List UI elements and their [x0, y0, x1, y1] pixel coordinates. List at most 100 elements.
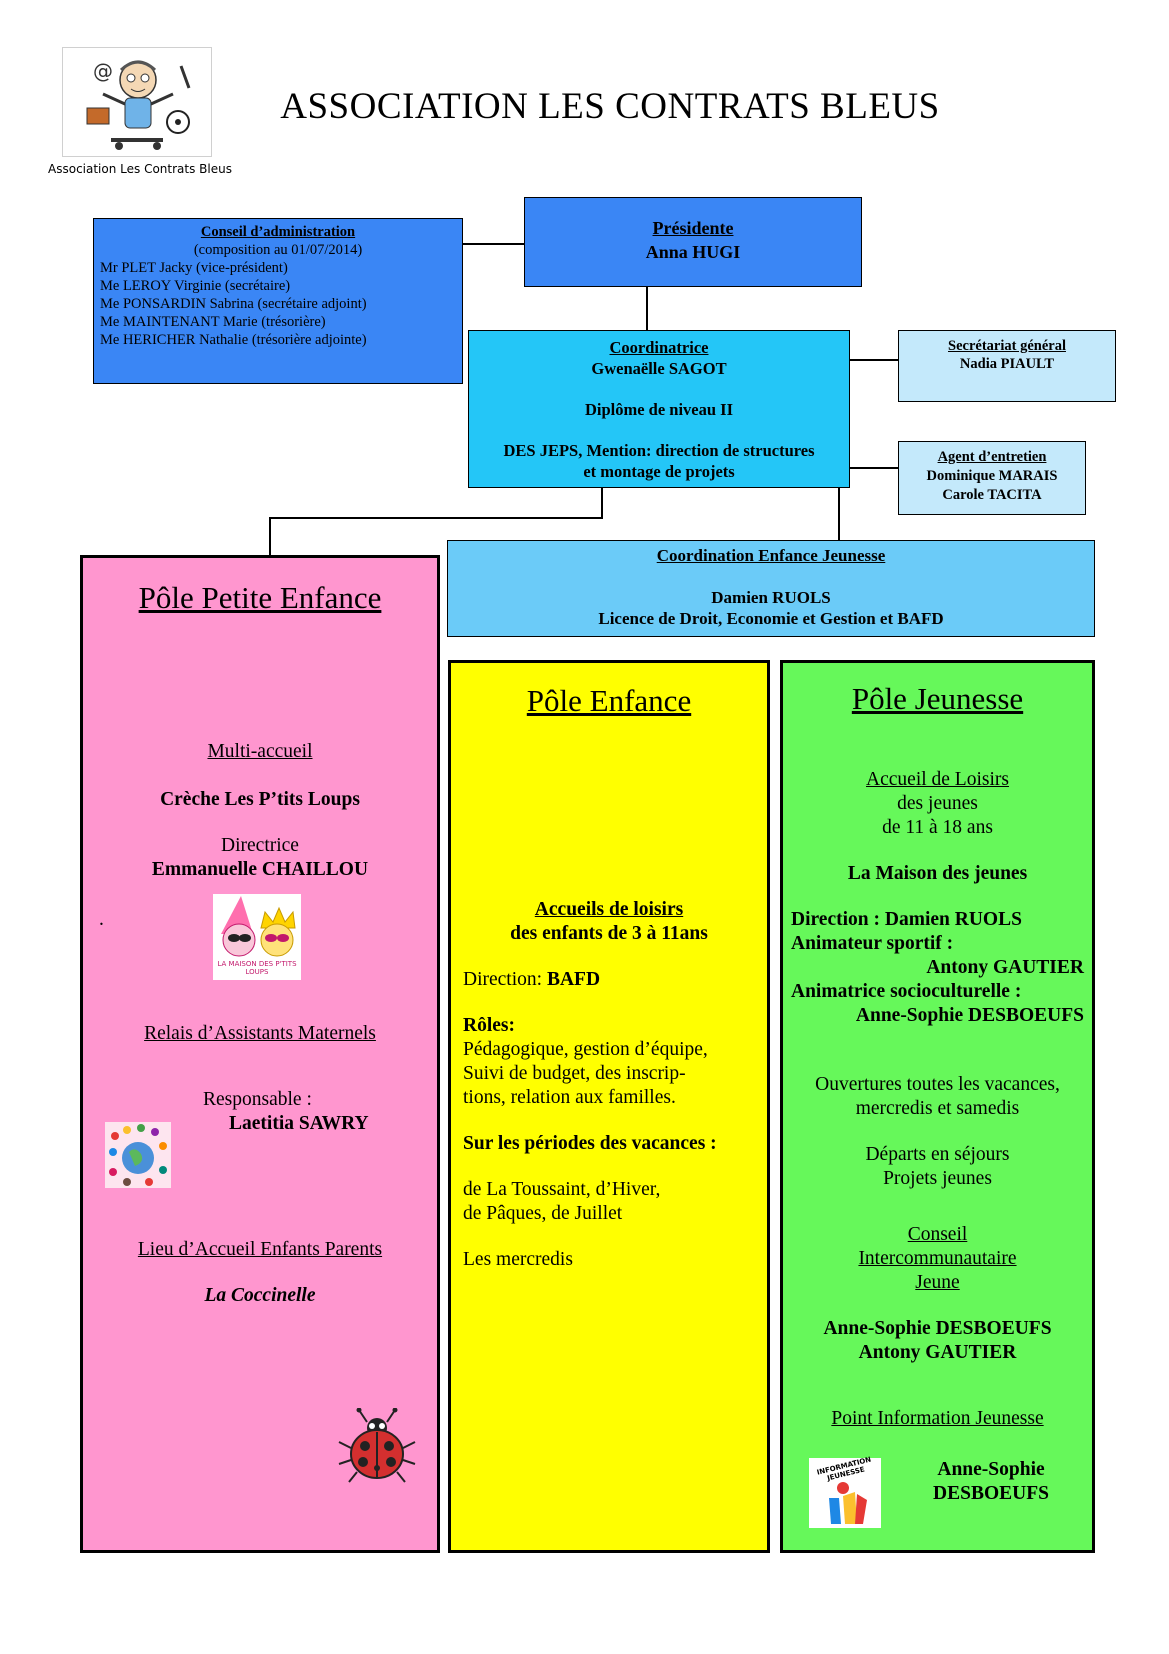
ouvertures-label: mercredis et samedis: [855, 1098, 1020, 1119]
maison-ptits-loups-logo-text: LA MAISON DES P'TITS LOUPS: [217, 960, 297, 976]
conseil-heading: Conseil d’administration: [200, 224, 356, 240]
vacances-line: de Pâques, de Juillet: [463, 1203, 623, 1224]
conseil-label: Jeune: [915, 1272, 960, 1293]
accueils-loisirs-label: Accueils de loisirs: [534, 899, 684, 920]
conseil-member: Anne-Sophie DESBOEUFS: [823, 1318, 1052, 1339]
responsable-label: Responsable :: [203, 1089, 312, 1110]
coordinatrice-box: Coordinatrice Gwenaëlle SAGOT Diplôme de…: [468, 330, 850, 488]
info-jeunesse-icon: [829, 1482, 867, 1524]
agent-name: Dominique MARAIS: [926, 468, 1058, 484]
connector-line: [269, 517, 603, 519]
connector-line: [269, 517, 271, 555]
conseil-subheading: (composition au 01/07/2014): [193, 242, 363, 258]
coordinatrice-mention: DES JEPS, Mention: direction de structur…: [503, 441, 815, 460]
conseil-member: Me MAINTENANT Marie (trésorière): [100, 314, 326, 330]
page-title: ASSOCIATION LES CONTRATS BLEUS: [280, 86, 940, 127]
coordinatrice-mention: et montage de projets: [583, 462, 735, 481]
multi-accueil-label: Multi-accueil: [207, 741, 313, 762]
svg-text:@: @: [93, 59, 113, 83]
roles-label: Rôles:: [463, 1015, 515, 1036]
animateur-name: Antony GAUTIER: [926, 957, 1084, 978]
association-logo: @: [62, 47, 212, 157]
pole-enfance: Pôle Enfance Accueils de loisirs des enf…: [448, 660, 770, 1553]
connector-line: [850, 359, 898, 361]
ladybug-picture: [337, 1407, 417, 1486]
mascot-icon: @: [86, 59, 191, 150]
roles-line: Pédagogique, gestion d’équipe,: [463, 1039, 708, 1060]
projets-label: Projets jeunes: [883, 1168, 992, 1189]
pij-label: Point Information Jeunesse: [831, 1408, 1044, 1429]
accueil-age-label: de 11 à 18 ans: [882, 817, 993, 838]
cej-degree: Licence de Droit, Economie et Gestion et…: [598, 609, 944, 628]
cej-heading: Coordination Enfance Jeunesse: [656, 546, 886, 565]
pole-petite-enfance: Pôle Petite Enfance Multi-accueil Crèche…: [80, 555, 440, 1553]
animateur-label: Animateur sportif :: [791, 933, 954, 954]
dot-mark: .: [99, 909, 104, 930]
conseil-member: Me PONSARDIN Sabrina (secrétaire adjoint…: [100, 296, 367, 312]
ladybug-icon: [338, 1407, 416, 1483]
relais-label: Relais d’Assistants Maternels: [144, 1023, 376, 1044]
secretariat-name: Nadia PIAULT: [959, 356, 1055, 372]
coordinatrice-heading: Coordinatrice: [609, 338, 709, 357]
presidente-name: Anna HUGI: [645, 242, 741, 262]
conseil-administration-box: Conseil d’administration (composition au…: [93, 218, 463, 384]
kids-world-logo: [105, 1122, 171, 1188]
conseil-label: Conseil: [907, 1224, 968, 1245]
presidente-heading: Présidente: [652, 218, 734, 238]
roles-line: tions, relation aux familles.: [463, 1087, 676, 1108]
conseil-label: Intercommunautaire: [858, 1248, 1017, 1269]
coordinatrice-name: Gwenaëlle SAGOT: [591, 359, 727, 378]
cej-name: Damien RUOLS: [711, 588, 831, 607]
directrice-label: Directrice: [221, 835, 299, 856]
direction-value: BAFD: [546, 969, 601, 990]
animatrice-label: Animatrice socioculturelle :: [791, 981, 1022, 1002]
information-jeunesse-logo: INFORMATION JEUNESSE: [809, 1456, 881, 1528]
maison-jeunes-label: La Maison des jeunes: [847, 863, 1028, 884]
direction-label: Direction : Damien RUOLS: [791, 909, 1022, 930]
coordinatrice-diploma: Diplôme de niveau II: [584, 400, 734, 419]
creche-name: Crèche Les P’tits Loups: [160, 789, 360, 810]
lieu-accueil-label: Lieu d’Accueil Enfants Parents: [137, 1239, 383, 1260]
secretariat-heading: Secrétariat général: [948, 338, 1066, 354]
logo-caption: Association Les Contrats Bleus: [48, 162, 232, 176]
maison-ptits-loups-logo: LA MAISON DES P'TITS LOUPS: [213, 894, 301, 980]
coccinelle-label: La Coccinelle: [204, 1285, 316, 1306]
pole-enfance-title: Pôle Enfance: [526, 683, 692, 718]
accueils-age-label: des enfants de 3 à 11ans: [510, 923, 708, 944]
kids-masks-icon: [221, 896, 296, 957]
accueil-jeunes-label: des jeunes: [897, 793, 978, 814]
secretariat-box: Secrétariat général Nadia PIAULT: [898, 330, 1116, 402]
departs-label: Départs en séjours: [865, 1144, 1010, 1165]
conseil-member: Antony GAUTIER: [858, 1342, 1017, 1363]
pij-name: DESBOEUFS: [933, 1483, 1049, 1504]
connector-line: [601, 488, 603, 518]
animatrice-name: Anne-Sophie DESBOEUFS: [855, 1005, 1084, 1026]
agent-heading: Agent d’entretien: [937, 449, 1047, 465]
mercredis-label: Les mercredis: [463, 1249, 573, 1270]
connector-line: [463, 243, 524, 245]
responsable-name: Laetitia SAWRY: [229, 1113, 369, 1134]
directrice-name: Emmanuelle CHAILLOU: [151, 859, 369, 880]
pole-jeunesse: Pôle Jeunesse Accueil de Loisirs des jeu…: [780, 660, 1095, 1553]
connector-line: [838, 488, 840, 540]
ouvertures-label: Ouvertures toutes les vacances,: [815, 1074, 1060, 1095]
periodes-label: Sur les périodes des vacances :: [463, 1133, 717, 1154]
agent-name: Carole TACITA: [942, 487, 1042, 503]
presidente-box: Présidente Anna HUGI: [524, 197, 862, 287]
direction-label: Direction:: [463, 969, 547, 990]
pole-petite-enfance-title: Pôle Petite Enfance: [138, 580, 382, 615]
connector-line: [646, 287, 648, 330]
conseil-member: Mr PLET Jacky (vice-président): [100, 260, 288, 276]
connector-line: [850, 467, 898, 469]
vacances-line: de La Toussaint, d’Hiver,: [463, 1179, 661, 1200]
conseil-member: Me LEROY Virginie (secrétaire): [100, 278, 291, 294]
agent-entretien-box: Agent d’entretien Dominique MARAIS Carol…: [898, 441, 1086, 515]
globe-kids-icon: [109, 1124, 167, 1186]
direction-line: Direction: BAFD: [463, 968, 600, 992]
accueil-loisirs-label: Accueil de Loisirs: [866, 769, 1009, 790]
coordination-enfance-jeunesse-box: Coordination Enfance Jeunesse Damien RUO…: [447, 540, 1095, 637]
pole-jeunesse-title: Pôle Jeunesse: [851, 681, 1024, 716]
roles-line: Suivi de budget, des inscrip-: [463, 1063, 686, 1084]
conseil-member: Me HERICHER Nathalie (trésorière adjoint…: [100, 332, 367, 348]
pij-name: Anne-Sophie: [937, 1459, 1045, 1480]
